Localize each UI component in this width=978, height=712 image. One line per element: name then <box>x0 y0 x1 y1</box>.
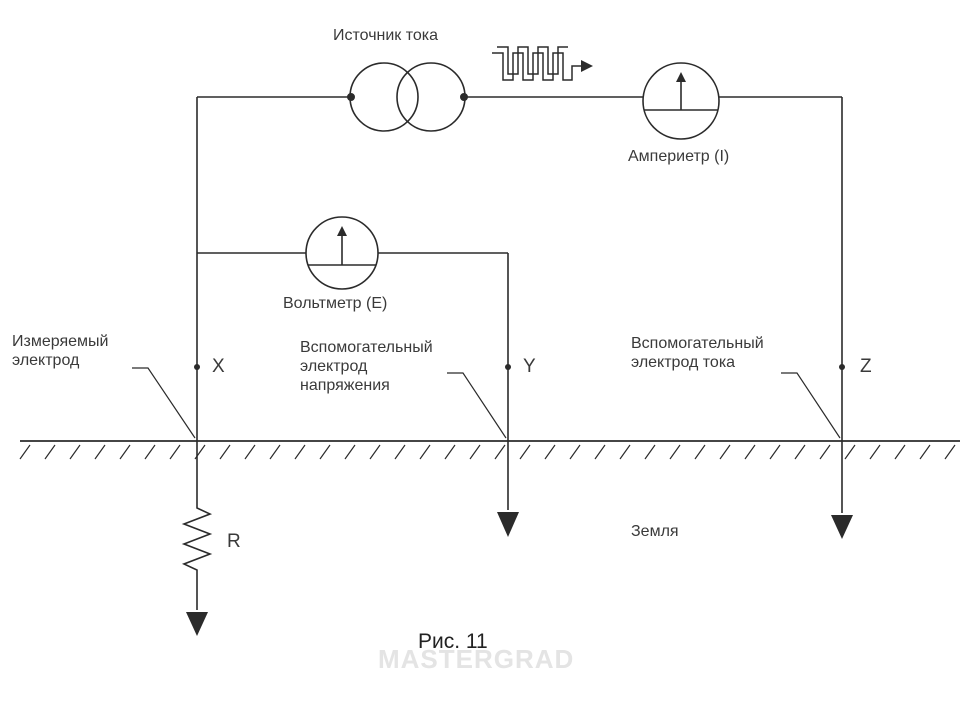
hatch-mark <box>94 444 106 460</box>
hatch-mark <box>644 444 656 460</box>
hatch-mark <box>694 444 706 460</box>
hatch-mark <box>944 444 956 460</box>
hatch-mark <box>794 444 806 460</box>
hatch-mark <box>394 444 406 460</box>
hatch-mark <box>619 444 631 460</box>
current-source-icon <box>346 62 468 132</box>
voltmeter-label: Вольтметр (E) <box>283 295 388 312</box>
watermark: MASTERGRAD <box>378 644 575 674</box>
measured-electrode-label: Измеряемый электрод <box>12 333 109 369</box>
hatch-mark <box>144 444 156 460</box>
hatch-mark <box>419 444 431 460</box>
hatch-mark <box>69 444 81 460</box>
hatch-mark <box>769 444 781 460</box>
hatch-mark <box>194 444 206 460</box>
hatch-mark <box>244 444 256 460</box>
hatch-mark <box>369 444 381 460</box>
hatch-mark <box>819 444 831 460</box>
hatch-mark <box>519 444 531 460</box>
hatch-mark <box>319 444 331 460</box>
hatch-mark <box>169 444 181 460</box>
current-source-label: Источник тока <box>333 27 439 44</box>
hatch-mark <box>19 444 31 460</box>
hatch-mark <box>844 444 856 460</box>
hatch-mark <box>494 444 506 460</box>
hatch-mark <box>44 444 56 460</box>
terminal-y-label: Y <box>523 356 536 377</box>
hatch-mark <box>869 444 881 460</box>
hatch-mark <box>719 444 731 460</box>
ground-symbol-icon <box>186 512 853 636</box>
hatch-mark <box>344 444 356 460</box>
hatch-mark <box>669 444 681 460</box>
ammeter-icon <box>642 62 720 140</box>
voltmeter-icon <box>305 216 379 290</box>
hatch-mark <box>544 444 556 460</box>
terminal-z-label: Z <box>860 356 872 377</box>
terminal-dots <box>194 364 845 370</box>
hatch-mark <box>469 444 481 460</box>
resistor-icon <box>181 502 213 610</box>
leader-lines <box>132 367 841 439</box>
square-wave-icon <box>492 46 593 81</box>
earth-label: Земля <box>631 523 679 540</box>
current-electrode-label: Вспомогательный электрод тока <box>631 335 764 371</box>
hatch-mark <box>269 444 281 460</box>
hatch-mark <box>919 444 931 460</box>
ground-surface <box>19 440 960 460</box>
hatch-mark <box>294 444 306 460</box>
hatch-mark <box>569 444 581 460</box>
resistance-label: R <box>227 531 241 552</box>
voltmeter-wire <box>197 252 509 510</box>
hatch-mark <box>444 444 456 460</box>
hatch-mark <box>119 444 131 460</box>
voltage-electrode-label: Вспомогательный электрод напряжения <box>300 339 433 394</box>
terminal-x-label: X <box>212 356 225 377</box>
hatch-mark <box>594 444 606 460</box>
figure-caption: Рис. 11 <box>418 630 488 653</box>
ammeter-label: Ампериетр (I) <box>628 148 730 165</box>
hatch-mark <box>894 444 906 460</box>
hatch-mark <box>744 444 756 460</box>
hatch-mark <box>219 444 231 460</box>
